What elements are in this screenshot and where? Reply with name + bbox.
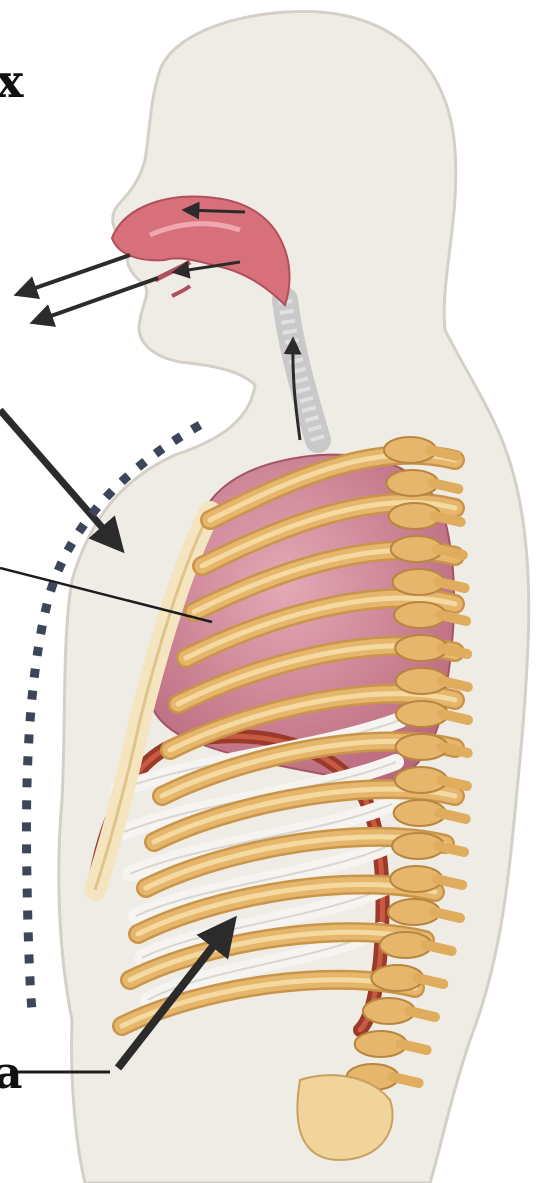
label-bottom-fragment: a: [0, 1052, 23, 1096]
pelvis-bone: [297, 1075, 392, 1160]
nasal-arrow-upper: [185, 210, 245, 212]
chest-arrow: [0, 410, 120, 548]
label-top-fragment: x: [0, 58, 23, 104]
exhale-arrow-upper: [18, 255, 130, 294]
